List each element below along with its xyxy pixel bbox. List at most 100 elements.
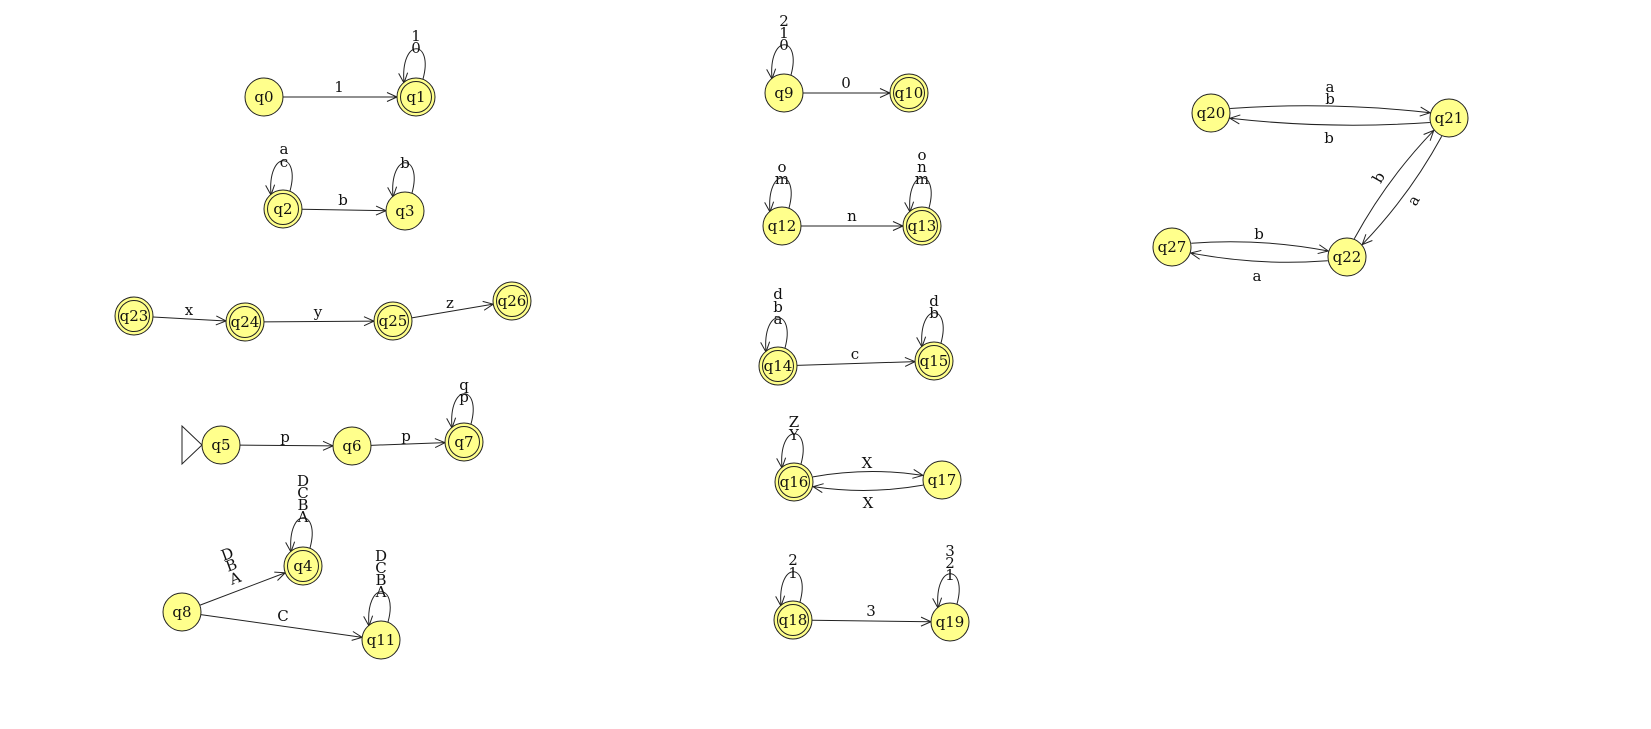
state-label: q6 <box>342 437 361 455</box>
state-label: q17 <box>928 471 957 489</box>
state-q20[interactable]: q20 <box>1191 93 1231 133</box>
transition-label: a <box>1404 192 1424 209</box>
state-label: q18 <box>779 611 808 629</box>
state-q0[interactable]: q0 <box>244 77 284 117</box>
state-q26[interactable]: q26 <box>492 281 532 321</box>
transition-label: p <box>280 428 290 446</box>
state-q22[interactable]: q22 <box>1327 237 1367 277</box>
self-loop-edge <box>909 177 932 213</box>
self-loop-edge <box>781 433 804 469</box>
transition-label: m <box>915 170 929 188</box>
transition-label: m <box>775 170 789 188</box>
state-q17[interactable]: q17 <box>922 460 962 500</box>
accepting-ring <box>778 466 810 498</box>
initial-state-marker <box>181 424 203 466</box>
arrowhead-icon <box>1189 249 1202 260</box>
transition-q1-q1: 01 <box>398 27 426 85</box>
state-circle <box>774 462 814 502</box>
state-q13[interactable]: q13 <box>902 206 942 246</box>
state-circle <box>201 425 241 465</box>
transition-label: p <box>401 427 411 445</box>
curved-edge <box>1229 117 1430 126</box>
transition-label: b <box>338 191 348 209</box>
arrowhead-icon <box>1423 129 1435 141</box>
transition-label: A <box>375 583 387 601</box>
transition-q12-q12: mo <box>764 158 792 214</box>
state-circle <box>914 341 954 381</box>
transition-label: a <box>1326 78 1335 96</box>
state-q24[interactable]: q24 <box>225 302 265 342</box>
self-loop-edge <box>921 312 944 348</box>
state-q1[interactable]: q1 <box>396 77 436 117</box>
transition-q17-q16: X <box>811 483 924 512</box>
states-layer: q0 q1 q2 q3 q23 q24 q25 q26 q5 q6 q7 q8 q4 q11 q9 q10 q1… <box>114 73 1469 660</box>
state-q10[interactable]: q10 <box>889 73 929 113</box>
state-circle <box>1152 227 1192 267</box>
straight-edge <box>796 361 916 366</box>
state-label: q9 <box>774 84 793 102</box>
state-circle <box>444 422 484 462</box>
state-q8[interactable]: q8 <box>162 592 202 632</box>
state-q9[interactable]: q9 <box>764 73 804 113</box>
state-q11[interactable]: q11 <box>361 620 401 660</box>
state-q4[interactable]: q4 <box>283 546 323 586</box>
state-circle <box>930 602 970 642</box>
straight-edge <box>811 619 932 623</box>
state-circle <box>889 73 929 113</box>
accepting-ring <box>400 81 432 113</box>
transition-label: n <box>847 207 857 225</box>
state-label: q7 <box>454 433 473 451</box>
transition-q5-q6: p <box>239 428 335 451</box>
transition-q24-q25: y <box>263 303 376 327</box>
state-q14[interactable]: q14 <box>758 346 798 386</box>
straight-edge <box>370 442 446 446</box>
accepting-ring <box>377 305 409 337</box>
state-q23[interactable]: q23 <box>114 296 154 336</box>
state-q5[interactable]: q5 <box>181 424 241 466</box>
state-circle <box>244 77 284 117</box>
transition-label: A <box>297 508 309 526</box>
transition-label: b <box>1325 90 1335 108</box>
transition-q18-q19: 3 <box>811 602 933 627</box>
curved-edge <box>1190 252 1328 263</box>
transition-q7-q7: pq <box>446 376 474 430</box>
state-q6[interactable]: q6 <box>332 426 372 466</box>
state-q18[interactable]: q18 <box>773 600 813 640</box>
transition-q2-q2: ca <box>265 140 293 197</box>
state-q2[interactable]: q2 <box>263 189 303 229</box>
arrowhead-icon <box>1317 244 1330 255</box>
state-q25[interactable]: q25 <box>373 301 413 341</box>
state-label: q15 <box>920 352 949 370</box>
state-q15[interactable]: q15 <box>914 341 954 381</box>
state-q12[interactable]: q12 <box>762 206 802 246</box>
transition-q21-q22: b <box>1361 135 1443 246</box>
straight-edge <box>239 444 334 447</box>
straight-edge <box>200 614 363 638</box>
transition-q9-q10: 0 <box>803 74 892 98</box>
state-label: q23 <box>120 307 149 325</box>
state-label: q8 <box>172 603 191 621</box>
state-label: q19 <box>936 613 965 631</box>
self-loop-edge <box>270 160 293 196</box>
transition-label: a <box>280 140 289 158</box>
state-circle <box>902 206 942 246</box>
state-circle <box>1327 237 1367 277</box>
accepting-ring <box>118 300 150 332</box>
transition-label: X <box>862 454 873 472</box>
state-circle <box>283 546 323 586</box>
self-loop-edge <box>937 573 960 609</box>
self-loop-edge <box>780 571 803 607</box>
transition-q19-q19: 123 <box>932 542 960 610</box>
state-q16[interactable]: q16 <box>774 462 814 502</box>
state-circle <box>492 281 532 321</box>
state-q7[interactable]: q7 <box>444 422 484 462</box>
accepting-ring <box>448 426 480 458</box>
self-loop-edge <box>771 44 794 80</box>
transition-label: b <box>1254 225 1264 243</box>
state-q21[interactable]: q21 <box>1429 98 1469 138</box>
state-q27[interactable]: q27 <box>1152 227 1192 267</box>
self-loop-edge <box>451 393 474 429</box>
state-q3[interactable]: q3 <box>385 191 425 231</box>
state-q19[interactable]: q19 <box>930 602 970 642</box>
